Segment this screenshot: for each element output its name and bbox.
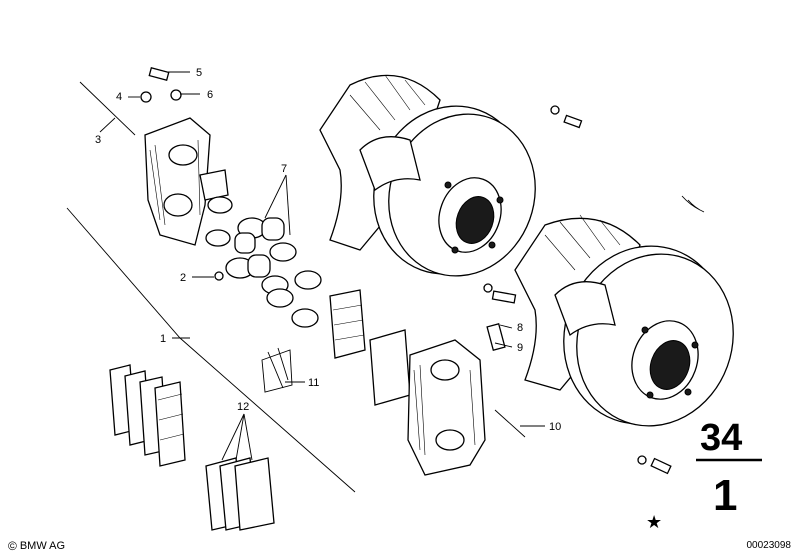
group-number-bottom: 1 — [713, 471, 737, 520]
callout-6: 6 — [207, 89, 213, 101]
callout-5: 5 — [196, 67, 202, 79]
callout-10: 10 — [549, 421, 561, 433]
callout-8: 8 — [517, 322, 523, 334]
lower-caliper — [407, 323, 526, 476]
copyright-symbol: © — [8, 539, 17, 553]
guide-pin — [79, 81, 136, 136]
diagram-part-number: 00023098 — [746, 540, 792, 551]
pistons-and-seals — [205, 196, 322, 328]
callout-2: 2 — [180, 272, 186, 284]
anti-rattle-spring — [261, 347, 293, 393]
retaining-clip — [681, 195, 705, 213]
bleeder-bolt — [494, 409, 526, 438]
copyright-notice: © BMW AG — [8, 539, 65, 553]
callout-3: 3 — [95, 134, 101, 146]
callout-11: 11 — [308, 377, 319, 389]
upper-caliper — [79, 81, 229, 246]
copyright-text: BMW AG — [19, 540, 66, 552]
left-brake-disc-assembly — [319, 74, 536, 277]
callout-leaders — [99, 71, 545, 461]
group-number-top: 34 — [700, 417, 742, 459]
callout-1: 1 — [160, 333, 166, 345]
brake-pads — [109, 289, 411, 531]
callout-7: 7 — [281, 163, 287, 175]
callout-9: 9 — [517, 342, 523, 354]
star-symbol: ★ — [646, 512, 662, 533]
right-brake-disc-assembly — [514, 195, 734, 427]
group-bracket — [66, 207, 356, 493]
callout-12: 12 — [237, 401, 249, 413]
upper-fasteners — [140, 67, 672, 475]
callout-4: 4 — [116, 91, 122, 103]
